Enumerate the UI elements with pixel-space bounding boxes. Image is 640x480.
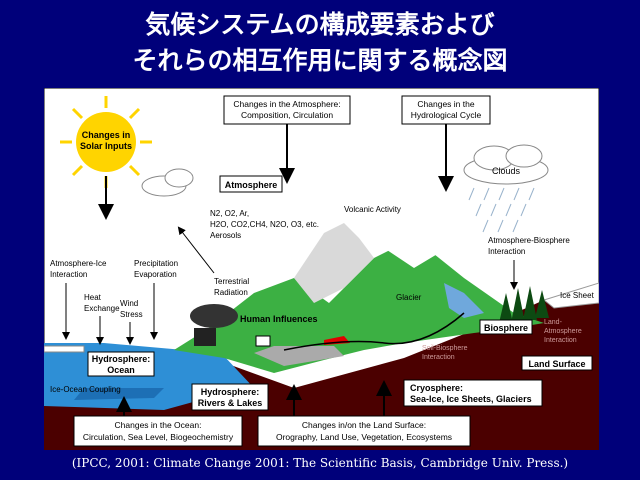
hydrosphere-rivers-2: Rivers & Lakes: [198, 398, 263, 408]
title-line-2: それらの相互作用に関する概念図: [132, 46, 508, 75]
rain-icon: [468, 187, 535, 233]
gases-line-3: Aerosols: [210, 231, 241, 240]
atmos-ice-1: Atmosphere-Ice: [50, 259, 107, 268]
biosphere-label: Biosphere: [484, 323, 528, 333]
land-atmos-2: Atmosphere: [544, 328, 582, 335]
ocean-changes-box: [73, 415, 243, 447]
heat-exchange-2: Exchange: [84, 304, 120, 313]
land-atmos-1: Land-: [544, 319, 563, 326]
source-caption: (IPCC, 2001: Climate Change 2001: The Sc…: [71, 456, 569, 470]
ice-ocean-label: Ice-Ocean Coupling: [50, 385, 121, 394]
land-changes-2: Orography, Land Use, Vegetation, Ecosyst…: [276, 432, 452, 442]
volcanic-label: Volcanic Activity: [344, 205, 401, 214]
land-surface-label: Land Surface: [528, 359, 585, 369]
left-cloud-icon: [141, 168, 194, 197]
sun-icon: [60, 96, 152, 188]
hydrosphere-ocean-box: [87, 351, 155, 377]
land-surface-box: [521, 355, 593, 371]
ocean-changes-1: Changes in the Ocean:: [115, 420, 202, 430]
hydrosphere-ocean-2: Ocean: [107, 365, 135, 375]
wind-stress-2: Stress: [120, 310, 143, 319]
gases-line-1: N2, O2, Ar,: [210, 209, 249, 218]
cryosphere-2: Sea-Ice, Ice Sheets, Glaciers: [410, 394, 532, 404]
soil-biosphere-1: Soil-Biosphere: [422, 345, 468, 352]
land-atmos-3: Interaction: [544, 337, 577, 344]
atmosphere-changes-2: Composition, Circulation: [241, 110, 333, 120]
title-line-1: 気候システムの構成要素および: [145, 10, 495, 39]
biosphere-box: [479, 319, 533, 335]
terrestrial-1: Terrestrial: [214, 277, 249, 286]
atmos-ice-2: Interaction: [50, 270, 87, 279]
terrestrial-2: Radiation: [214, 288, 248, 297]
volcano: [294, 223, 374, 303]
ice-sheet-shape: [542, 282, 599, 309]
glacier-label: Glacier: [396, 293, 422, 302]
atmosphere-changes-box: [223, 95, 351, 125]
hydrosphere-rivers-box: [191, 383, 269, 411]
atmosphere-changes-1: Changes in the Atmosphere:: [233, 99, 340, 109]
wind-stress-1: Wind: [120, 299, 138, 308]
heat-exchange-1: Heat: [84, 293, 102, 302]
atmosphere-label: Atmosphere: [225, 180, 278, 190]
factory: [194, 328, 216, 346]
sea-ice-shape: [44, 345, 85, 353]
hydro-cycle-box: [401, 95, 491, 125]
soil-biosphere-2: Interaction: [422, 354, 455, 361]
terrestrial-arrow: [177, 226, 215, 274]
climate-system-diagram: Changes in Solar Inputs Changes in the A…: [44, 88, 599, 450]
hydro-cycle-2: Hydrological Cycle: [411, 110, 482, 120]
hydrosphere-rivers-1: Hydrosphere:: [201, 387, 260, 397]
clouds-icon: [463, 144, 549, 185]
sun-label-1: Changes in: [82, 130, 131, 140]
hydro-cycle-1: Changes in the: [417, 99, 474, 109]
hydrosphere-ocean-1: Hydrosphere:: [92, 354, 151, 364]
gases-line-2: H2O, CO2,CH4, N2O, O3, etc.: [210, 220, 319, 229]
house: [255, 335, 271, 347]
ocean-changes-2: Circulation, Sea Level, Biogeochemistry: [83, 432, 234, 442]
precip-2: Evaporation: [134, 270, 177, 279]
human-influences-label: Human Influences: [240, 314, 318, 324]
glacier-shape: [444, 283, 484, 318]
atmosphere-box: [219, 175, 283, 193]
smoke-cloud: [190, 304, 238, 328]
cryosphere-1: Cryosphere:: [410, 383, 463, 393]
land-changes-1: Changes in/on the Land Surface:: [302, 420, 426, 430]
deep-ocean: [74, 388, 164, 400]
snow-cap: [384, 236, 439, 268]
river: [283, 312, 465, 351]
atmos-biosphere-2: Interaction: [488, 247, 525, 256]
sun-label-2: Solar Inputs: [80, 141, 132, 151]
fields: [254, 346, 344, 366]
cryosphere-box: [403, 379, 543, 407]
atmos-biosphere-1: Atmosphere-Biosphere: [488, 236, 570, 245]
ice-sheet-label: Ice Sheet: [560, 291, 595, 300]
clouds-label: Clouds: [492, 166, 521, 176]
forest: [499, 286, 549, 323]
land-changes-box: [257, 415, 471, 447]
precip-1: Precipitation: [134, 259, 178, 268]
